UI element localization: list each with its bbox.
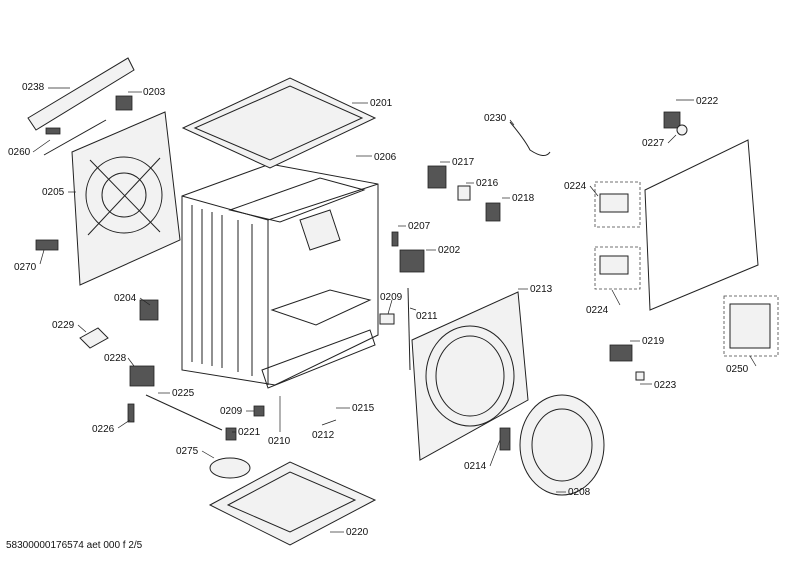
- part-label: 0224: [564, 181, 587, 192]
- part-label: 0219: [642, 336, 665, 347]
- part-label: 0221: [238, 427, 261, 438]
- part-label: 0215: [352, 403, 375, 414]
- kit-box-1: [594, 181, 641, 228]
- part-label: 0227: [642, 138, 665, 149]
- connector-part: [35, 239, 59, 251]
- part-label: 0250: [726, 364, 749, 375]
- latch-part: [139, 299, 159, 321]
- door: [519, 394, 605, 496]
- cap-part: [379, 313, 395, 325]
- rod: [43, 119, 107, 156]
- part-label: 0213: [530, 284, 553, 295]
- switch-part: [427, 165, 447, 189]
- pump-part: [129, 365, 155, 387]
- screw-part: [45, 127, 61, 135]
- part-label: 0275: [176, 446, 199, 457]
- part-label: 0218: [512, 193, 535, 204]
- part-label: 0225: [172, 388, 195, 399]
- part-label: 0205: [42, 187, 65, 198]
- cover-strip: [27, 57, 135, 131]
- cap-part-2: [676, 124, 688, 136]
- clip-part: [457, 185, 471, 201]
- foot-part-2: [253, 405, 265, 417]
- part-label: 0201: [370, 98, 393, 109]
- part-label: 0228: [104, 353, 127, 364]
- hose-part: [145, 394, 223, 431]
- part-label: 0209: [220, 406, 243, 417]
- front-panel: [411, 291, 529, 461]
- hinge-part: [499, 427, 511, 451]
- part-label: 0226: [92, 424, 115, 435]
- part-label: 0222: [696, 96, 719, 107]
- holder-part: [79, 327, 109, 349]
- base-plate: [208, 461, 377, 546]
- part-label: 0212: [312, 430, 335, 441]
- part-label: 0270: [14, 262, 37, 273]
- part-label: 0224: [586, 305, 609, 316]
- pin-part: [391, 231, 399, 247]
- drain-filter: [209, 457, 251, 479]
- labels: 0238 0203 0260 0205 0270 0201 0206 0204 …: [8, 82, 757, 538]
- hinge-kit-1: [599, 193, 629, 213]
- part-label: 0216: [476, 178, 499, 189]
- hinge-kit-2: [599, 255, 629, 275]
- wire-part: [407, 287, 411, 371]
- part-label: 0204: [114, 293, 137, 304]
- part-label: 0210: [268, 436, 291, 447]
- kit-box-2: [594, 246, 641, 290]
- part-label: 0217: [452, 157, 475, 168]
- bracket-small: [115, 95, 133, 111]
- handle-part: [663, 111, 681, 129]
- foot-part: [225, 427, 237, 441]
- knob-part: [609, 344, 633, 362]
- cable-part: [509, 121, 551, 156]
- part-label: 0207: [408, 221, 431, 232]
- lock-part: [485, 202, 501, 222]
- rear-panel: [71, 111, 181, 286]
- part-label: 0223: [654, 380, 677, 391]
- document-footer: 58300000176574 aet 000 f 2/5: [6, 540, 143, 551]
- part-label: 0211: [416, 311, 438, 322]
- door-lock: [399, 249, 425, 273]
- part-label: 0214: [464, 461, 487, 472]
- part-label: 0238: [22, 82, 45, 93]
- part-label: 0203: [143, 87, 166, 98]
- part-label: 0209: [380, 292, 403, 303]
- top-panel: [181, 77, 377, 169]
- small-parts-kit: [729, 303, 771, 349]
- part-label: 0229: [52, 320, 75, 331]
- sensor-part: [127, 403, 135, 423]
- part-label: 0260: [8, 147, 31, 158]
- part-label: 0230: [484, 113, 507, 124]
- plug-part: [635, 371, 645, 381]
- part-label: 0202: [438, 245, 461, 256]
- cabinet: [181, 163, 379, 389]
- kit-box-3: [723, 295, 779, 357]
- part-label: 0206: [374, 152, 397, 163]
- part-label: 0208: [568, 487, 591, 498]
- part-label: 0220: [346, 527, 369, 538]
- side-panel: [644, 139, 759, 311]
